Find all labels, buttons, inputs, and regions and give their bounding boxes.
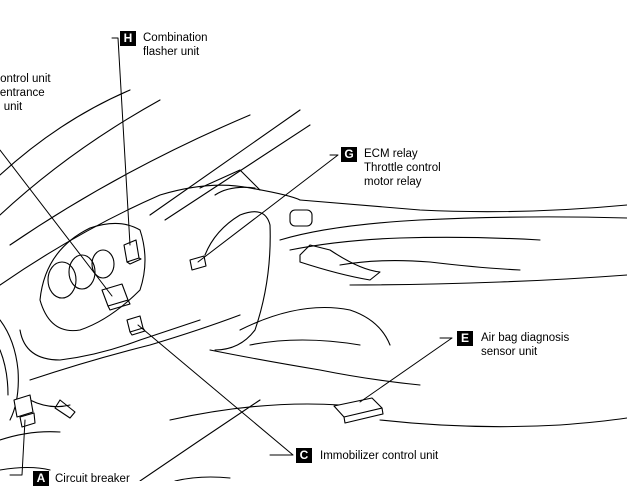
leader-lines bbox=[0, 37, 453, 476]
center-stack bbox=[204, 211, 421, 386]
component-a-circuit-breaker bbox=[13, 394, 36, 428]
label-badge-a: A bbox=[33, 471, 49, 486]
label-b-line-3: control unit bbox=[0, 101, 23, 113]
label-badge-c: C bbox=[296, 448, 312, 463]
windshield-lines bbox=[0, 89, 311, 246]
label-g-text: ECM relay Throttle control motor relay bbox=[364, 147, 441, 189]
label-g-line-2: Throttle control bbox=[364, 162, 441, 174]
label-a-text: Circuit breaker bbox=[55, 472, 130, 486]
component-e-airbag-sensor bbox=[333, 397, 384, 424]
component-c-immobilizer bbox=[126, 315, 146, 336]
label-badge-e: E bbox=[457, 331, 473, 346]
component-b-time-control bbox=[101, 283, 131, 311]
label-e-line-1: Air bag diagnosis bbox=[481, 332, 570, 344]
label-e-line-2: sensor unit bbox=[481, 346, 538, 358]
label-g-line-1: ECM relay bbox=[364, 148, 418, 160]
label-b-line-1: Time control unit bbox=[0, 73, 51, 85]
instrument-cluster bbox=[19, 222, 241, 381]
label-c-line-1: Immobilizer control unit bbox=[320, 450, 439, 462]
label-h-line-2: flasher unit bbox=[143, 46, 200, 58]
label-badge-h: H bbox=[120, 31, 136, 46]
label-badge-g: G bbox=[341, 147, 357, 162]
label-b-text: Time control unit Smart entrance control… bbox=[0, 72, 115, 114]
label-h-line-1: Combination bbox=[143, 32, 208, 44]
floor-lines bbox=[0, 399, 627, 481]
component-h-flasher bbox=[123, 239, 142, 265]
right-dash bbox=[279, 209, 627, 286]
label-g-line-3: motor relay bbox=[364, 176, 422, 188]
steering-area bbox=[0, 319, 76, 441]
label-a-line-1: Circuit breaker bbox=[55, 473, 130, 485]
label-h-text: Combination flasher unit bbox=[143, 31, 208, 59]
label-c-text: Immobilizer control unit bbox=[320, 449, 438, 463]
label-b-line-2: Smart entrance bbox=[0, 87, 45, 99]
label-e-text: Air bag diagnosis sensor unit bbox=[481, 331, 569, 359]
dashboard-top bbox=[0, 169, 627, 286]
